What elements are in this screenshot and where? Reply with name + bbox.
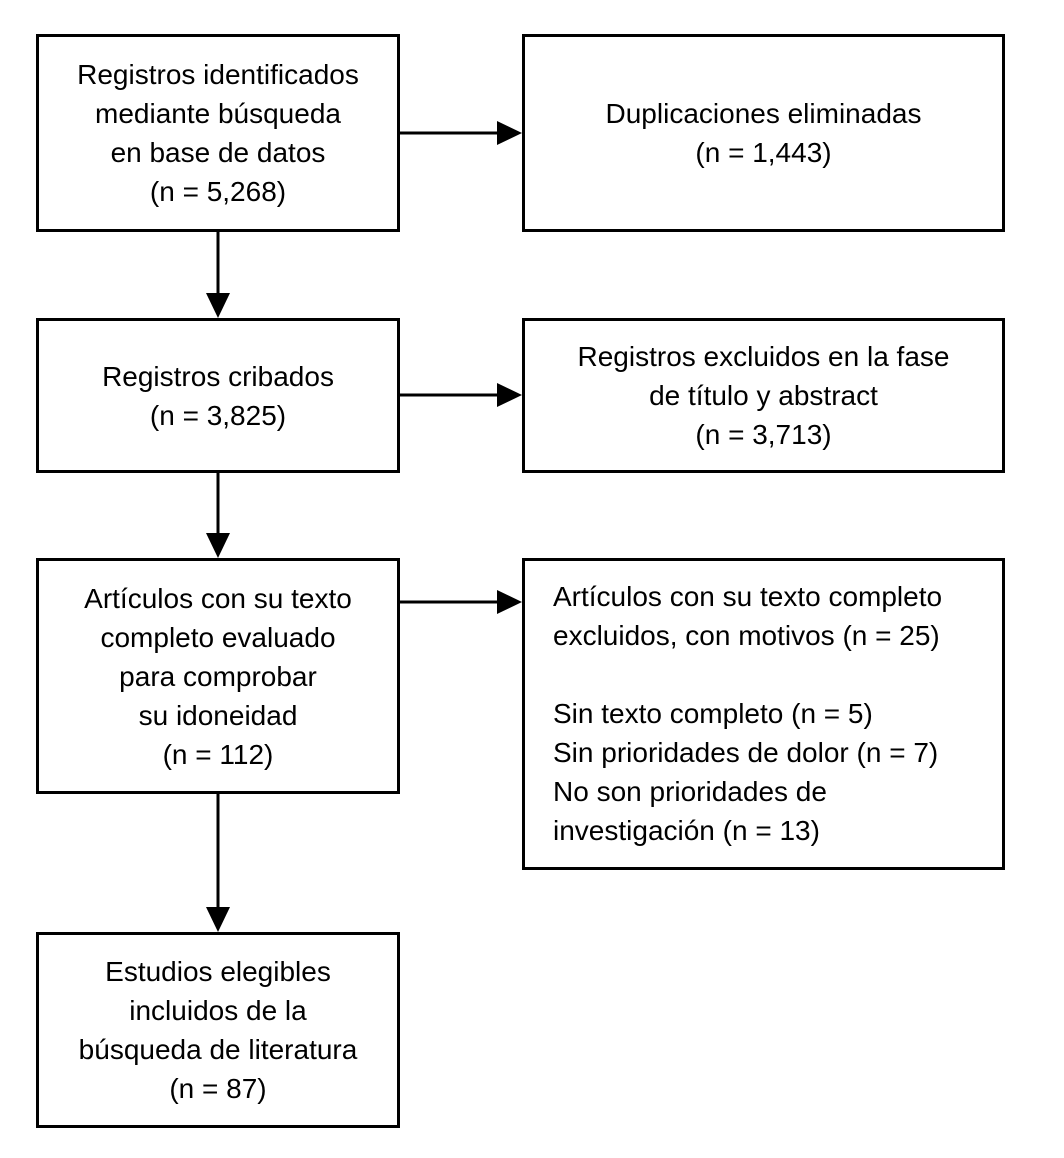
- arrow-down-icon: [206, 232, 230, 318]
- arrow-right-icon: [400, 590, 522, 614]
- arrow-down-icon: [206, 794, 230, 932]
- box-fulltext-excluded-text: Artículos con su texto completo excluido…: [553, 581, 943, 846]
- box-fulltext-assessed: Artículos con su texto completo evaluado…: [36, 558, 400, 794]
- box-fulltext-excluded: Artículos con su texto completo excluido…: [522, 558, 1005, 870]
- arrow-right-icon: [400, 121, 522, 145]
- box-records-screened: Registros cribados (n = 3,825): [36, 318, 400, 473]
- box-records-identified: Registros identificados mediante búsqued…: [36, 34, 400, 232]
- box-eligible-included: Estudios elegibles incluidos de la búsqu…: [36, 932, 400, 1128]
- box-records-identified-text: Registros identificados mediante búsqued…: [77, 59, 359, 207]
- box-records-excluded-title-abstract-text: Registros excluidos en la fase de título…: [577, 341, 950, 450]
- box-records-screened-text: Registros cribados (n = 3,825): [102, 360, 334, 431]
- box-duplicates-removed: Duplicaciones eliminadas (n = 1,443): [522, 34, 1005, 232]
- box-records-excluded-title-abstract: Registros excluidos en la fase de título…: [522, 318, 1005, 473]
- box-eligible-included-text: Estudios elegibles incluidos de la búsqu…: [78, 956, 358, 1104]
- box-duplicates-removed-text: Duplicaciones eliminadas (n = 1,443): [605, 98, 922, 168]
- arrow-right-icon: [400, 383, 522, 407]
- box-fulltext-assessed-text: Artículos con su texto completo evaluado…: [84, 582, 352, 770]
- arrow-down-icon: [206, 473, 230, 558]
